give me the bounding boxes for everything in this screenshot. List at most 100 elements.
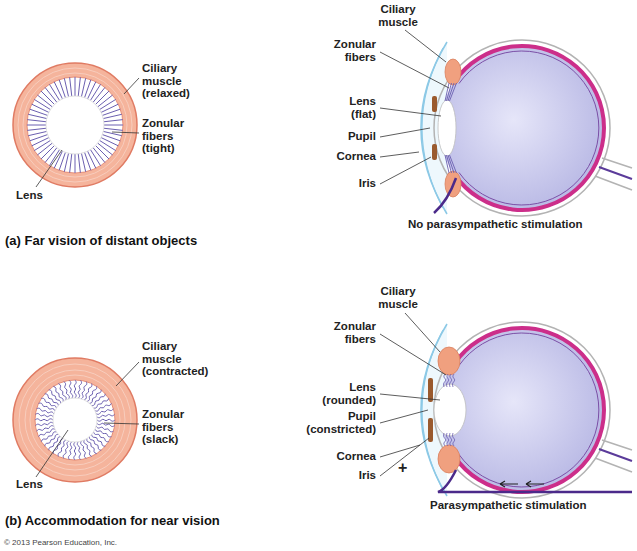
- copyright-note: © 2013 Pearson Education, Inc.: [4, 539, 117, 548]
- front-view-near: [53, 398, 97, 442]
- zonular-fibers: [102, 109, 120, 115]
- zonular-fibers: [35, 380, 115, 460]
- zonular-fibers: [100, 99, 116, 109]
- leader-lines: [405, 313, 440, 352]
- ciliary-muscle: [445, 59, 461, 85]
- zonular-fibers: [444, 374, 446, 387]
- zonular-fibers: [104, 120, 123, 122]
- part-label: No parasympathetic stimulation: [408, 218, 582, 231]
- front-view-far: [13, 63, 137, 187]
- zonular-fibers: [444, 433, 446, 446]
- zonular-fibers: [93, 148, 105, 163]
- zonular-fibers: [450, 155, 457, 173]
- zonular-fibers: [64, 153, 68, 172]
- zonular-fibers: [53, 386, 63, 401]
- zonular-fibers: [45, 87, 57, 102]
- zonular-fibers: [49, 84, 59, 100]
- zonular-fibers: [444, 374, 455, 446]
- zonular-fibers: [53, 439, 63, 454]
- zonular-fibers: [68, 442, 71, 460]
- zonular-fibers: [41, 398, 56, 408]
- zonular-fibers: [450, 374, 452, 387]
- zonular-fibers: [70, 154, 72, 173]
- part-label: Zonular fibers (tight): [142, 117, 184, 155]
- zonular-fibers: [84, 384, 92, 400]
- front-view-near: [13, 358, 137, 482]
- part-label: Lens: [16, 189, 43, 202]
- part-label: Lens: [16, 478, 43, 491]
- part-label: Pupil: [348, 130, 376, 143]
- leader-lines: [116, 362, 139, 386]
- leader-lines: [36, 30, 449, 477]
- zonular-fibers: [103, 114, 122, 118]
- leader-lines: [380, 394, 440, 400]
- zonular-fibers: [27, 128, 46, 130]
- part-label: Iris: [359, 469, 376, 482]
- signal-arrow: [500, 481, 518, 487]
- zonular-fibers: [74, 380, 76, 398]
- zonular-fibers: [27, 125, 46, 126]
- part-label: Ciliary muscle (relaxed): [142, 62, 190, 100]
- zonular-fibers: [30, 135, 48, 141]
- zonular-fibers: [98, 95, 113, 107]
- zonular-fibers: [450, 83, 457, 101]
- zonular-fibers: [34, 99, 50, 109]
- part-label: Cornea: [336, 150, 376, 163]
- zonular-fibers: [97, 419, 115, 421]
- signal-arrow: [526, 481, 544, 487]
- zonular-fibers: [453, 374, 455, 387]
- zonular-fibers: [95, 429, 111, 437]
- leader-lines: [380, 410, 428, 423]
- leader-lines: [124, 78, 139, 94]
- zonular-fibers: [49, 150, 59, 166]
- part-label: Parasympathetic stimulation: [430, 499, 587, 512]
- part-label: Lens (flat): [349, 95, 376, 120]
- zonular-fibers: [27, 77, 123, 173]
- zonular-fibers: [100, 140, 116, 150]
- zonular-fibers: [69, 380, 72, 398]
- leader-lines: [380, 52, 449, 88]
- leader-lines: [380, 438, 429, 476]
- zonular-fibers: [75, 154, 76, 173]
- eyeball: [421, 322, 632, 498]
- part-label: Ciliary muscle: [378, 3, 418, 28]
- zonular-fibers: [97, 414, 115, 417]
- zonular-fibers: [75, 77, 76, 96]
- zonular-fibers: [41, 432, 56, 442]
- leader-lines: [405, 30, 446, 62]
- zonular-fibers: [39, 403, 55, 411]
- eye-section-near: [421, 322, 632, 498]
- zonular-fibers: [32, 104, 49, 112]
- zonular-fibers: [35, 413, 53, 416]
- front-view-near: [25, 370, 125, 470]
- leader-lines: [36, 430, 68, 477]
- part-label: Iris: [359, 177, 376, 190]
- zonular-fibers: [101, 138, 118, 146]
- zonular-fibers: [104, 125, 123, 126]
- zonular-fibers: [70, 77, 72, 96]
- iris: [432, 144, 437, 160]
- eye-section-far: [421, 40, 632, 216]
- zonular-fibers: [96, 409, 113, 415]
- zonular-fibers: [81, 153, 85, 172]
- front-view-far: [27, 77, 123, 173]
- part-label: Zonular fibers: [334, 38, 376, 63]
- front-view-near: [19, 364, 131, 476]
- zonular-fibers: [37, 143, 52, 155]
- front-view-near: [30, 375, 120, 465]
- part-label: Ciliary muscle: [378, 285, 418, 310]
- zonular-fibers: [447, 433, 449, 446]
- zonular-fibers: [27, 120, 46, 122]
- eyeball: [421, 40, 632, 216]
- zonular-fibers: [96, 91, 109, 104]
- ciliary-muscle: [438, 445, 460, 473]
- part-label: Ciliary muscle (contracted): [142, 340, 208, 378]
- leader-lines: [380, 157, 431, 184]
- zonular-fibers: [64, 78, 68, 97]
- zonular-fibers: [90, 150, 100, 166]
- leader-lines: [104, 423, 139, 424]
- panel-caption: (b) Accommodation for near vision: [5, 514, 220, 528]
- zonular-fibers: [81, 78, 85, 97]
